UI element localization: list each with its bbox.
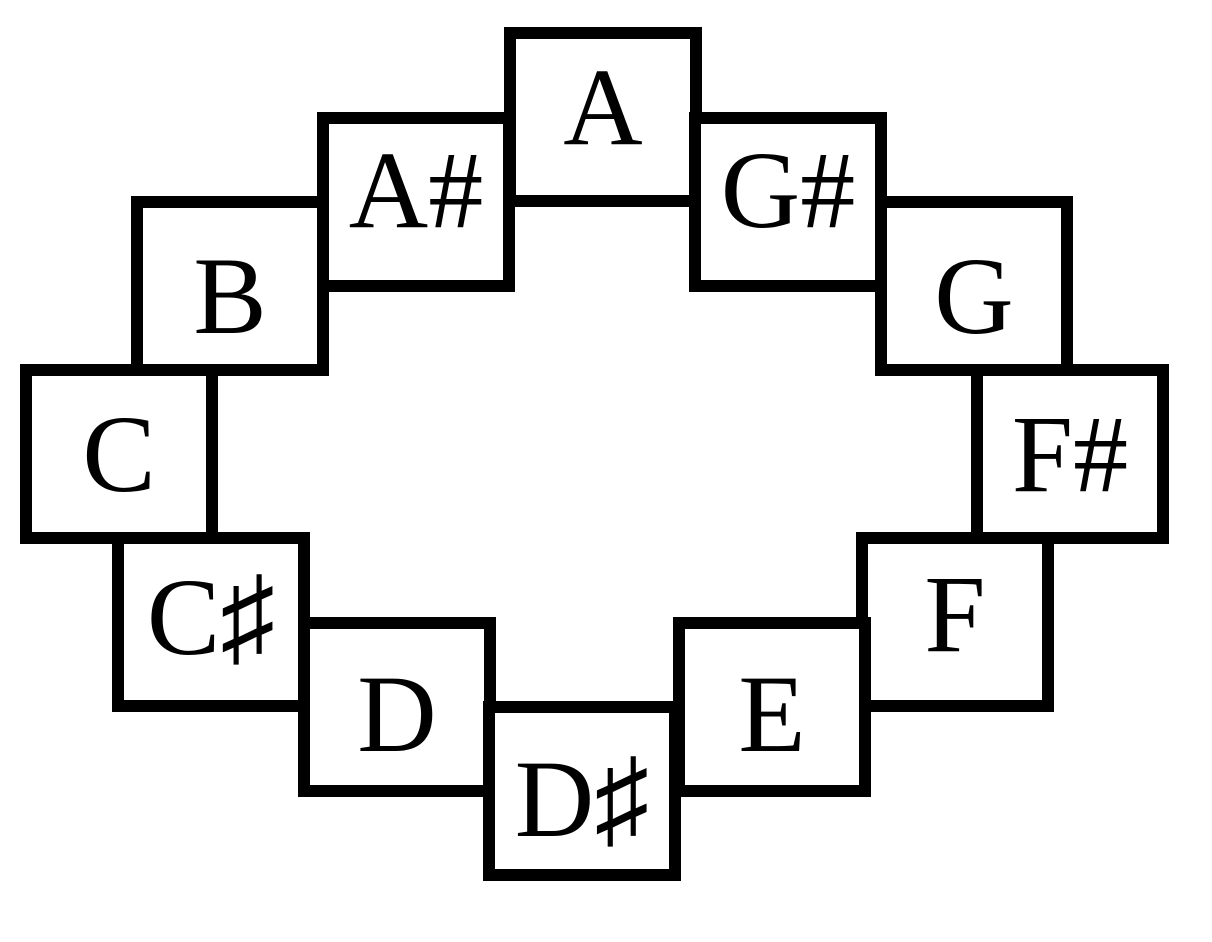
note-label-e: E: [738, 653, 806, 775]
note-label-f: F: [924, 553, 986, 675]
note-box-c-sharp: C♯: [112, 532, 310, 712]
note-box-g-sharp: G#: [689, 112, 887, 292]
note-box-f-sharp: F#: [971, 364, 1169, 544]
note-box-g: G: [875, 196, 1073, 376]
note-box-b: B: [131, 196, 329, 376]
note-label-a: A: [563, 46, 643, 168]
note-box-d-sharp: D♯: [483, 701, 681, 881]
note-box-f: F: [856, 532, 1054, 712]
note-box-e: E: [673, 617, 871, 797]
note-label-b: B: [193, 235, 267, 357]
note-label-g-sharp: G#: [720, 129, 856, 251]
note-box-a-sharp: A#: [317, 112, 515, 292]
note-label-c: C: [82, 393, 156, 515]
note-label-c-sharp: C♯: [146, 556, 276, 678]
note-box-a: A: [504, 27, 702, 207]
note-label-g: G: [934, 235, 1014, 357]
note-label-d-sharp: D♯: [514, 738, 650, 860]
note-box-d: D: [298, 617, 496, 797]
note-label-a-sharp: A#: [348, 129, 484, 251]
note-box-c: C: [20, 364, 218, 544]
note-label-d: D: [357, 653, 437, 775]
note-label-f-sharp: F#: [1011, 393, 1129, 515]
